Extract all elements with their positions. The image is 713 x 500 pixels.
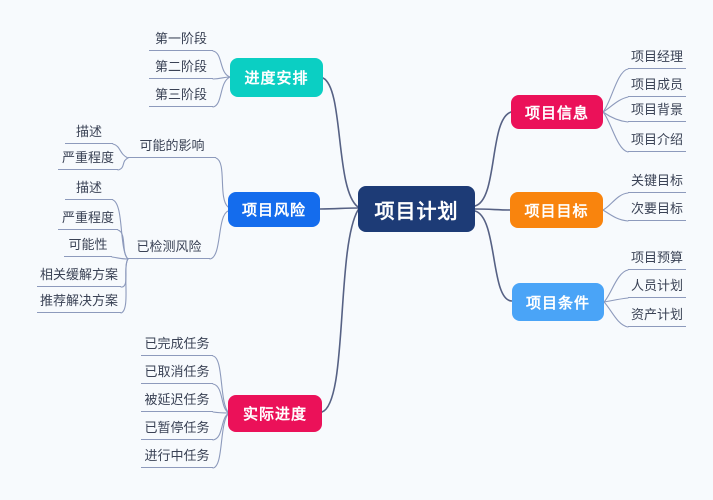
branch-node-schedule[interactable]: 进度安排 (230, 58, 323, 97)
connector-completed (212, 355, 230, 414)
leaf-impact-severity[interactable]: 严重程度 (58, 149, 118, 170)
connector-members (602, 96, 629, 113)
connector-delayed (212, 411, 230, 414)
leaf-phase-2[interactable]: 第二阶段 (149, 58, 213, 79)
leaf-delayed-tasks[interactable]: 被延迟任务 (141, 391, 213, 412)
connector-detected-solution (120, 258, 129, 314)
connector-budget (603, 269, 629, 303)
leaf-paused-tasks[interactable]: 已暂停任务 (141, 419, 213, 440)
branch-node-project-goal[interactable]: 项目目标 (510, 192, 603, 228)
subbranch-detected-risk[interactable]: 已检测风险 (128, 238, 210, 259)
branch-node-project-condition[interactable]: 项目条件 (512, 283, 604, 321)
leaf-asset-plan[interactable]: 资产计划 (628, 306, 686, 327)
connector-impact-risk (215, 157, 229, 208)
connector-key-goal (602, 192, 629, 211)
connector-schedule-root (322, 77, 359, 208)
leaf-secondary-goals[interactable]: 次要目标 (628, 200, 686, 221)
connector-detected-probability (111, 256, 129, 260)
connector-phase1 (212, 50, 231, 78)
connector-secondary-goal (602, 209, 629, 222)
leaf-impact-description[interactable]: 描述 (65, 123, 113, 144)
subbranch-possible-impact[interactable]: 可能的影响 (128, 137, 216, 158)
connector-personnel (603, 297, 629, 303)
leaf-phase-3[interactable]: 第三阶段 (149, 86, 213, 107)
branch-node-project-risk[interactable]: 项目风险 (228, 192, 320, 227)
connector-asset (603, 301, 629, 328)
connector-impact-severity (117, 157, 129, 171)
leaf-detected-probability[interactable]: 可能性 (64, 236, 112, 257)
connector-introduction (602, 111, 629, 153)
connector-inprogress (212, 412, 230, 469)
connector-progress-root (321, 209, 359, 413)
connector-phase2 (212, 76, 231, 80)
connector-root-goal (474, 208, 511, 211)
leaf-project-manager[interactable]: 项目经理 (628, 48, 686, 69)
connector-impact-desc (112, 143, 129, 159)
branch-node-actual-progress[interactable]: 实际进度 (228, 395, 322, 432)
leaf-mitigation-plan[interactable]: 相关缓解方案 (37, 266, 121, 287)
connector-detected-risk (209, 210, 229, 260)
root-node-project-plan[interactable]: 项目计划 (358, 186, 475, 232)
connector-root-info (474, 111, 512, 207)
leaf-phase-1[interactable]: 第一阶段 (149, 30, 213, 51)
leaf-detected-description[interactable]: 描述 (65, 179, 113, 200)
connector-cancelled (212, 383, 230, 414)
connector-phase3 (212, 76, 231, 108)
leaf-inprogress-tasks[interactable]: 进行中任务 (141, 447, 213, 468)
leaf-completed-tasks[interactable]: 已完成任务 (141, 335, 213, 356)
connector-risk-root (319, 207, 359, 210)
leaf-personnel-plan[interactable]: 人员计划 (628, 277, 686, 298)
leaf-project-background[interactable]: 项目背景 (628, 101, 686, 122)
leaf-recommended-solution[interactable]: 推荐解决方案 (37, 292, 121, 313)
leaf-project-members[interactable]: 项目成员 (628, 76, 686, 97)
leaf-detected-severity[interactable]: 严重程度 (58, 209, 118, 230)
connector-manager (602, 68, 629, 113)
leaf-cancelled-tasks[interactable]: 已取消任务 (141, 363, 213, 384)
branch-node-project-info[interactable]: 项目信息 (511, 95, 603, 129)
leaf-project-introduction[interactable]: 项目介绍 (628, 131, 686, 152)
leaf-project-budget[interactable]: 项目预算 (628, 249, 686, 270)
connector-detected-severity (117, 229, 129, 260)
leaf-key-goals[interactable]: 关键目标 (628, 172, 686, 193)
connector-root-condition (474, 210, 513, 302)
connector-background (602, 111, 629, 123)
